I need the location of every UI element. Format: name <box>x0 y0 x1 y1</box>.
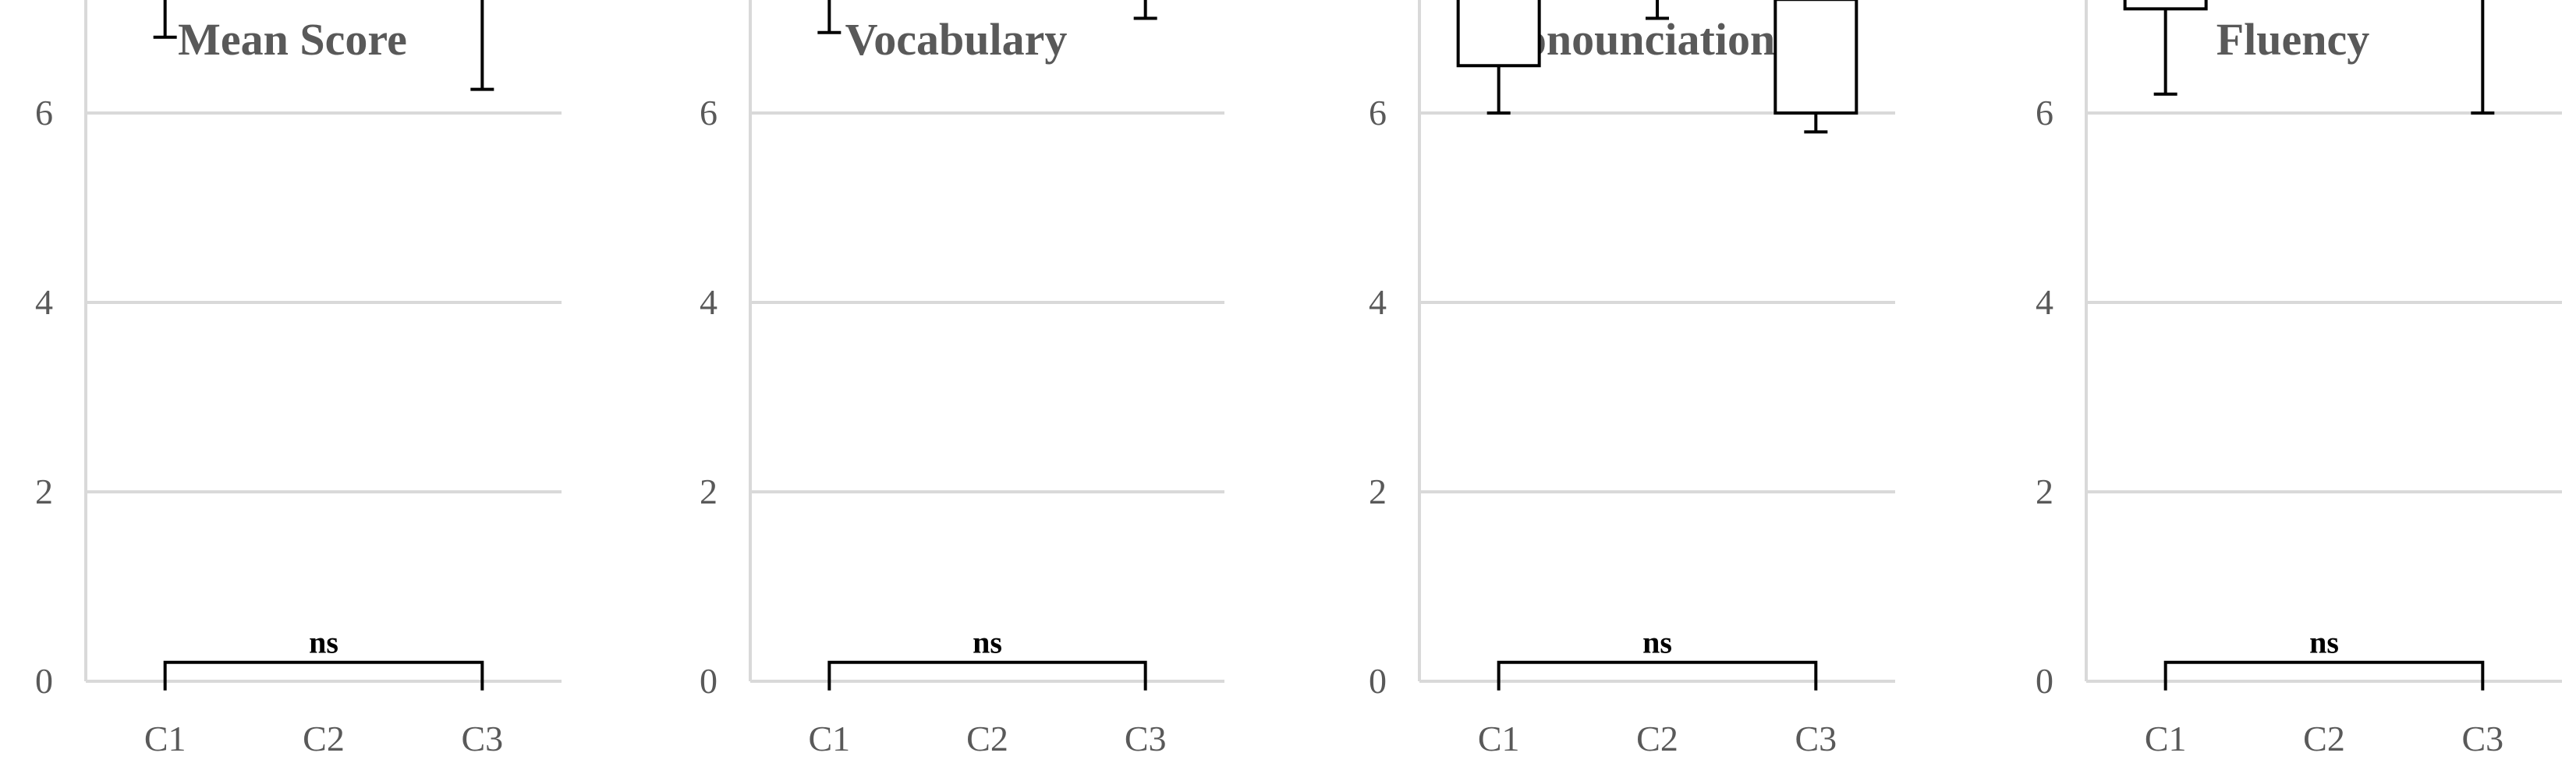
y-tick-label: 6 <box>700 93 718 133</box>
y-tick-label: 2 <box>2036 472 2053 511</box>
x-tick-label: C1 <box>808 719 850 758</box>
y-tick-label: 4 <box>35 282 53 322</box>
x-tick-label: C2 <box>303 719 345 758</box>
y-tick-label: 0 <box>700 661 718 701</box>
bracket-line <box>1497 660 1818 691</box>
box-plot-c3 <box>470 0 494 91</box>
chart-title: Mean Score <box>178 14 407 65</box>
y-tick-label: 4 <box>700 282 718 322</box>
box-plot-c3 <box>1133 0 1157 20</box>
chart-title: Fluency <box>2216 14 2370 65</box>
y-tick-label: 4 <box>1369 282 1387 322</box>
y-tick-label: 0 <box>2036 661 2053 701</box>
significance-label: ns <box>1642 625 1672 660</box>
x-tick-label: C2 <box>2303 719 2345 758</box>
significance-bracket: ns <box>2163 625 2485 691</box>
chart-title: Vocabulary <box>845 14 1068 65</box>
chart-panel: Fluency0246810C1C2C3nsnsnsns <box>2036 0 2562 758</box>
y-tick-label: 6 <box>35 93 53 133</box>
y-tick-label: 4 <box>2036 282 2053 322</box>
significance-bracket: ns <box>1497 625 1818 691</box>
box-plot-c1 <box>1456 0 1541 115</box>
box-plot-c1 <box>817 0 842 34</box>
y-tick-label: 6 <box>1369 93 1387 133</box>
box-plot-c1 <box>153 0 177 39</box>
bracket-line <box>827 660 1147 691</box>
y-tick-label: 6 <box>2036 93 2053 133</box>
significance-label: ns <box>309 625 338 660</box>
x-tick-label: C3 <box>1795 719 1837 758</box>
y-tick-label: 2 <box>1369 472 1387 511</box>
x-tick-label: C3 <box>2461 719 2503 758</box>
significance-label: ns <box>973 625 1002 660</box>
bracket-line <box>2163 660 2485 691</box>
box-plot-c3 <box>2471 0 2495 115</box>
x-tick-label: C3 <box>461 719 503 758</box>
chart-panel: Vocabulary0246810C1C2C3nsnsnsns <box>700 0 1224 758</box>
x-tick-label: C2 <box>1636 719 1678 758</box>
iqr-box <box>1456 0 1541 68</box>
y-tick-label: 0 <box>35 661 53 701</box>
chart-panels: Mean Score0246810C1C2C3nsnsnsnsVocabular… <box>35 0 2562 758</box>
y-tick-label: 2 <box>700 472 718 511</box>
box-plot-c3 <box>1773 0 1858 134</box>
box-plot-c1 <box>2123 0 2208 96</box>
chart-panel: Pronounciation0246810C1C2C3nsnsnsns <box>1369 0 1895 758</box>
x-tick-label: C2 <box>966 719 1008 758</box>
y-tick-label: 2 <box>35 472 53 511</box>
box-plot-c2 <box>1646 0 1669 20</box>
iqr-box <box>1773 0 1858 115</box>
x-tick-label: C1 <box>1478 719 1520 758</box>
x-tick-label: C3 <box>1125 719 1167 758</box>
bracket-line <box>163 660 484 691</box>
significance-label: ns <box>2309 625 2339 660</box>
significance-bracket: ns <box>827 625 1147 691</box>
x-tick-label: C1 <box>144 719 186 758</box>
iqr-box <box>2123 0 2208 11</box>
x-tick-label: C1 <box>2145 719 2187 758</box>
y-tick-label: 0 <box>1369 661 1387 701</box>
chart-panel: Mean Score0246810C1C2C3nsnsnsns <box>35 0 562 758</box>
significance-bracket: ns <box>163 625 484 691</box>
